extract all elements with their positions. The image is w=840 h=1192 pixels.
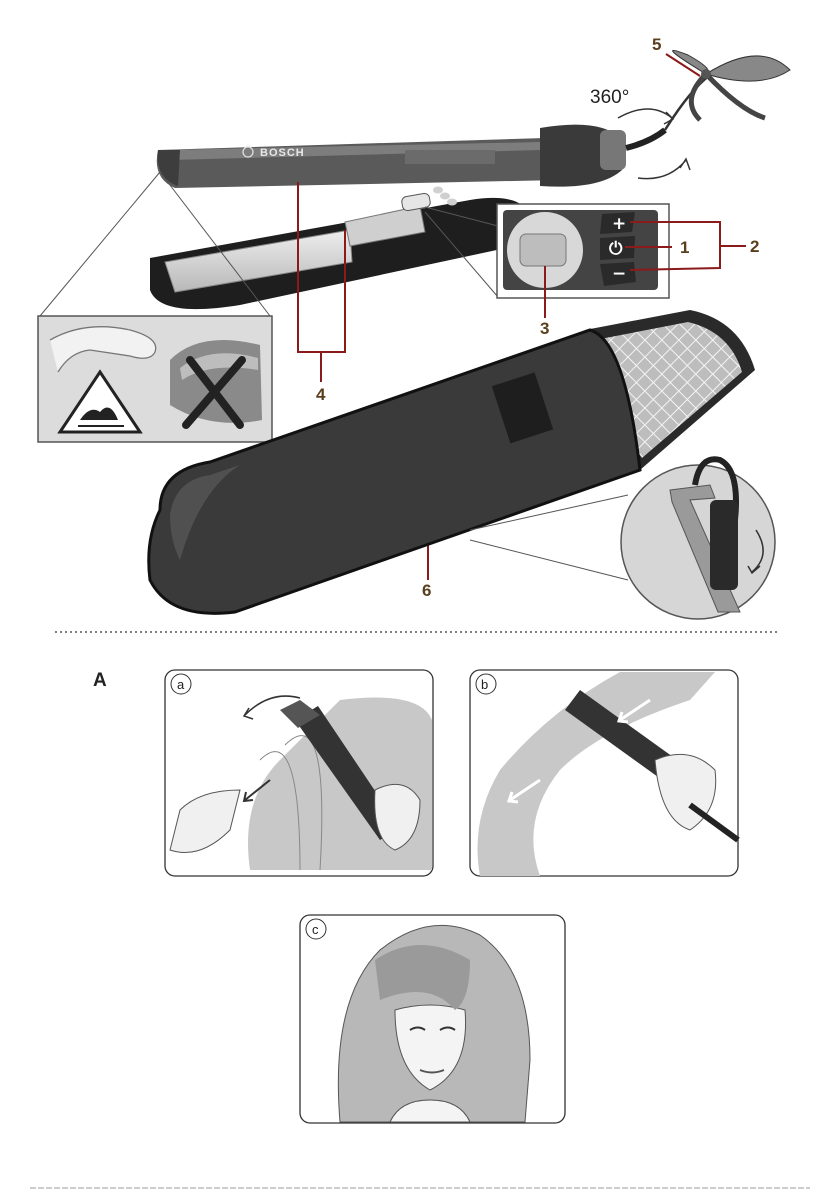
swivel-cord-stub [626, 130, 665, 148]
swivel-joint [600, 130, 626, 170]
upper-arm-dark-tip [158, 150, 180, 186]
heat-warning-zoom [38, 172, 272, 442]
callout-2: 2 [750, 237, 759, 256]
minus-button[interactable]: − [612, 264, 626, 284]
rotation-label: 360° [590, 87, 629, 108]
callout-3: 3 [540, 319, 549, 338]
panel-a: a [165, 670, 433, 876]
upper-arm-window [405, 150, 495, 164]
panel-c: c [300, 915, 565, 1123]
callout-6: 6 [422, 581, 431, 600]
section-label: A [93, 670, 107, 691]
panel-b-label: b [481, 677, 488, 692]
hair-straightener: BOSCH 360° [150, 50, 790, 309]
power-button[interactable]: ⏻ [609, 239, 623, 259]
panel-c-label: c [312, 922, 319, 937]
brand-label: BOSCH [260, 147, 305, 159]
plus-button[interactable]: + [612, 214, 626, 234]
plate-drawing [170, 340, 262, 423]
display-screen [520, 234, 566, 266]
panel-b: b [470, 670, 738, 876]
callout-1: 1 [680, 238, 689, 257]
callout-5: 5 [652, 35, 661, 54]
rotate-arrow-icon [618, 109, 673, 124]
rotate-arrow-icon-2 [638, 159, 690, 179]
panel-a-label: a [177, 677, 185, 692]
callout-4: 4 [316, 385, 326, 404]
control-buttons-small [433, 187, 457, 206]
cord-tie [665, 50, 790, 130]
